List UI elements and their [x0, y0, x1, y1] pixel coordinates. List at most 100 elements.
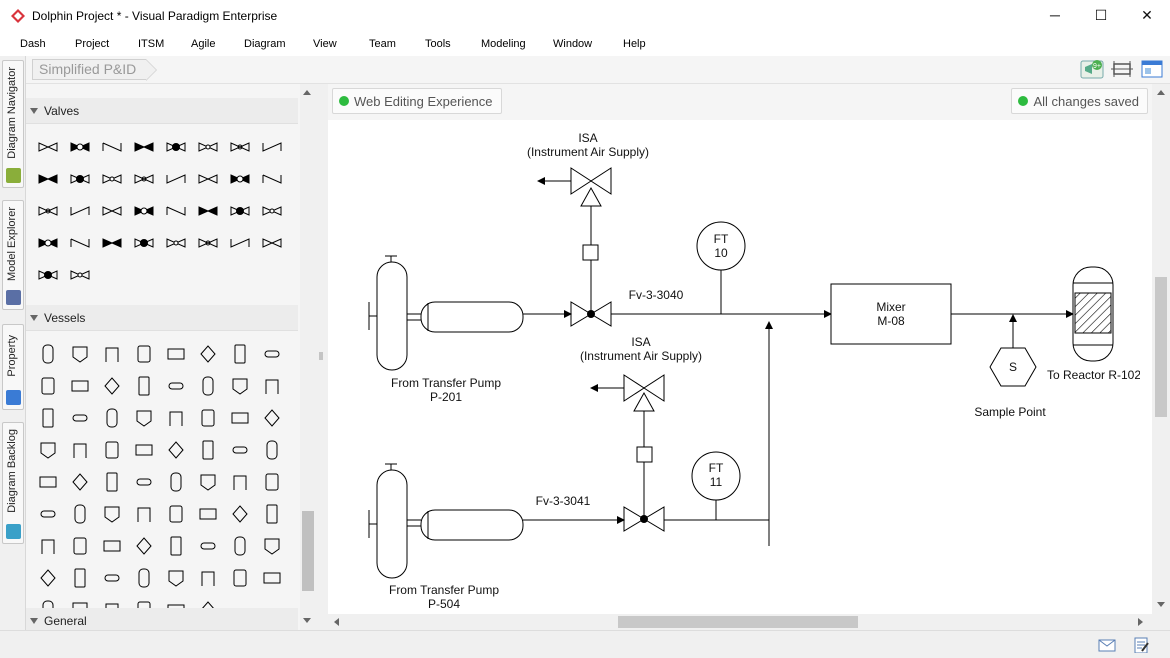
valve-shape-23[interactable] — [224, 195, 256, 227]
vessel-shape-44[interactable] — [128, 498, 160, 530]
canvas-vertical-scrollbar[interactable] — [1152, 84, 1170, 614]
tab-property[interactable]: Property — [2, 324, 24, 410]
valve-shape-22[interactable] — [192, 195, 224, 227]
vessel-shape-45[interactable] — [160, 498, 192, 530]
isa2-actuator-icon[interactable] — [636, 446, 653, 463]
edit-document-icon[interactable] — [1132, 637, 1150, 653]
vessel-shape-58[interactable] — [64, 562, 96, 594]
vessel-shape-21[interactable] — [160, 402, 192, 434]
vessel-shape-28[interactable] — [128, 434, 160, 466]
valve-shape-19[interactable] — [96, 195, 128, 227]
section-vessels-header[interactable]: Vessels — [26, 305, 298, 331]
menu-modeling[interactable]: Modeling — [481, 38, 526, 50]
vessel-shape-12[interactable] — [128, 370, 160, 402]
valve-shape-31[interactable] — [224, 227, 256, 259]
vessel-shape-63[interactable] — [224, 562, 256, 594]
valve-shape-32[interactable] — [256, 227, 288, 259]
tab-diagram-navigator[interactable]: Diagram Navigator — [2, 60, 24, 188]
valve-shape-29[interactable] — [160, 227, 192, 259]
menu-dash[interactable]: Dash — [20, 38, 46, 50]
vessel-shape-25[interactable] — [32, 434, 64, 466]
menu-window[interactable]: Window — [553, 38, 593, 50]
valve-shape-11[interactable] — [96, 163, 128, 195]
valve-shape-17[interactable] — [32, 195, 64, 227]
vessel-shape-38[interactable] — [192, 466, 224, 498]
valve-shape-2[interactable] — [64, 131, 96, 163]
vessel-shape-37[interactable] — [160, 466, 192, 498]
valve-shape-12[interactable] — [128, 163, 160, 195]
valve-shape-21[interactable] — [160, 195, 192, 227]
valve-shape-5[interactable] — [160, 131, 192, 163]
vessel-shape-10[interactable] — [64, 370, 96, 402]
vessel-shape-43[interactable] — [96, 498, 128, 530]
vessel-shape-55[interactable] — [224, 530, 256, 562]
valve-shape-1[interactable] — [32, 131, 64, 163]
valve-shape-9[interactable] — [32, 163, 64, 195]
valve-shape-8[interactable] — [256, 131, 288, 163]
tab-diagram-backlog[interactable]: Diagram Backlog — [2, 422, 24, 544]
vessel-shape-51[interactable] — [96, 530, 128, 562]
valve-shape-14[interactable] — [192, 163, 224, 195]
section-general-header[interactable]: General — [26, 608, 298, 630]
valve-shape-30[interactable] — [192, 227, 224, 259]
scroll-left-icon[interactable] — [334, 618, 339, 626]
vessel-shape-41[interactable] — [32, 498, 64, 530]
scroll-right-icon[interactable] — [1138, 618, 1143, 626]
vessel-shape-14[interactable] — [192, 370, 224, 402]
vessel-shape-19[interactable] — [96, 402, 128, 434]
isa1-valve-icon[interactable] — [570, 167, 612, 207]
palette-scroll-thumb[interactable] — [302, 511, 314, 591]
vessel-shape-13[interactable] — [160, 370, 192, 402]
vessel-shape-53[interactable] — [160, 530, 192, 562]
notification-button[interactable]: 9+ — [1080, 58, 1104, 80]
menu-view[interactable]: View — [313, 38, 337, 50]
pump-2-icon[interactable] — [368, 463, 524, 579]
vessel-shape-49[interactable] — [32, 530, 64, 562]
vessel-shape-2[interactable] — [64, 338, 96, 370]
scroll-down-icon[interactable] — [303, 618, 311, 623]
valve-shape-28[interactable] — [128, 227, 160, 259]
layout-button[interactable] — [1140, 58, 1164, 80]
vessel-shape-36[interactable] — [128, 466, 160, 498]
valve-shape-34[interactable] — [64, 259, 96, 291]
menu-agile[interactable]: Agile — [191, 38, 216, 50]
scroll-up-icon[interactable] — [303, 90, 311, 95]
valve-shape-7[interactable] — [224, 131, 256, 163]
close-button[interactable]: ✕ — [1141, 6, 1153, 23]
valve-shape-24[interactable] — [256, 195, 288, 227]
valve-shape-15[interactable] — [224, 163, 256, 195]
vessel-shape-33[interactable] — [32, 466, 64, 498]
vessel-shape-54[interactable] — [192, 530, 224, 562]
vessel-shape-62[interactable] — [192, 562, 224, 594]
web-editing-badge[interactable]: Web Editing Experience — [332, 88, 502, 114]
maximize-button[interactable]: ☐ — [1094, 6, 1108, 23]
vessel-shape-57[interactable] — [32, 562, 64, 594]
isa2-valve-icon[interactable] — [623, 374, 665, 412]
fit-diagram-button[interactable] — [1110, 58, 1134, 80]
valve-shape-18[interactable] — [64, 195, 96, 227]
vessel-shape-27[interactable] — [96, 434, 128, 466]
scroll-down-icon[interactable] — [1157, 602, 1165, 607]
reactor-r102-icon[interactable] — [1072, 266, 1114, 362]
palette-scrollbar[interactable] — [300, 84, 314, 630]
vessel-shape-61[interactable] — [160, 562, 192, 594]
sample-point-icon[interactable] — [989, 347, 1037, 387]
scroll-up-icon[interactable] — [1157, 90, 1165, 95]
vessel-shape-17[interactable] — [32, 402, 64, 434]
tab-model-explorer[interactable]: Model Explorer — [2, 200, 24, 310]
vessel-shape-3[interactable] — [96, 338, 128, 370]
vessel-shape-9[interactable] — [32, 370, 64, 402]
vessel-shape-59[interactable] — [96, 562, 128, 594]
vessel-shape-6[interactable] — [192, 338, 224, 370]
vessel-shape-29[interactable] — [160, 434, 192, 466]
vessel-shape-47[interactable] — [224, 498, 256, 530]
vessel-shape-1[interactable] — [32, 338, 64, 370]
vessel-shape-60[interactable] — [128, 562, 160, 594]
panel-splitter[interactable] — [314, 84, 328, 630]
vessel-shape-32[interactable] — [256, 434, 288, 466]
vessel-shape-30[interactable] — [192, 434, 224, 466]
vessel-shape-35[interactable] — [96, 466, 128, 498]
menu-team[interactable]: Team — [369, 38, 396, 50]
vessel-shape-4[interactable] — [128, 338, 160, 370]
vessel-shape-11[interactable] — [96, 370, 128, 402]
